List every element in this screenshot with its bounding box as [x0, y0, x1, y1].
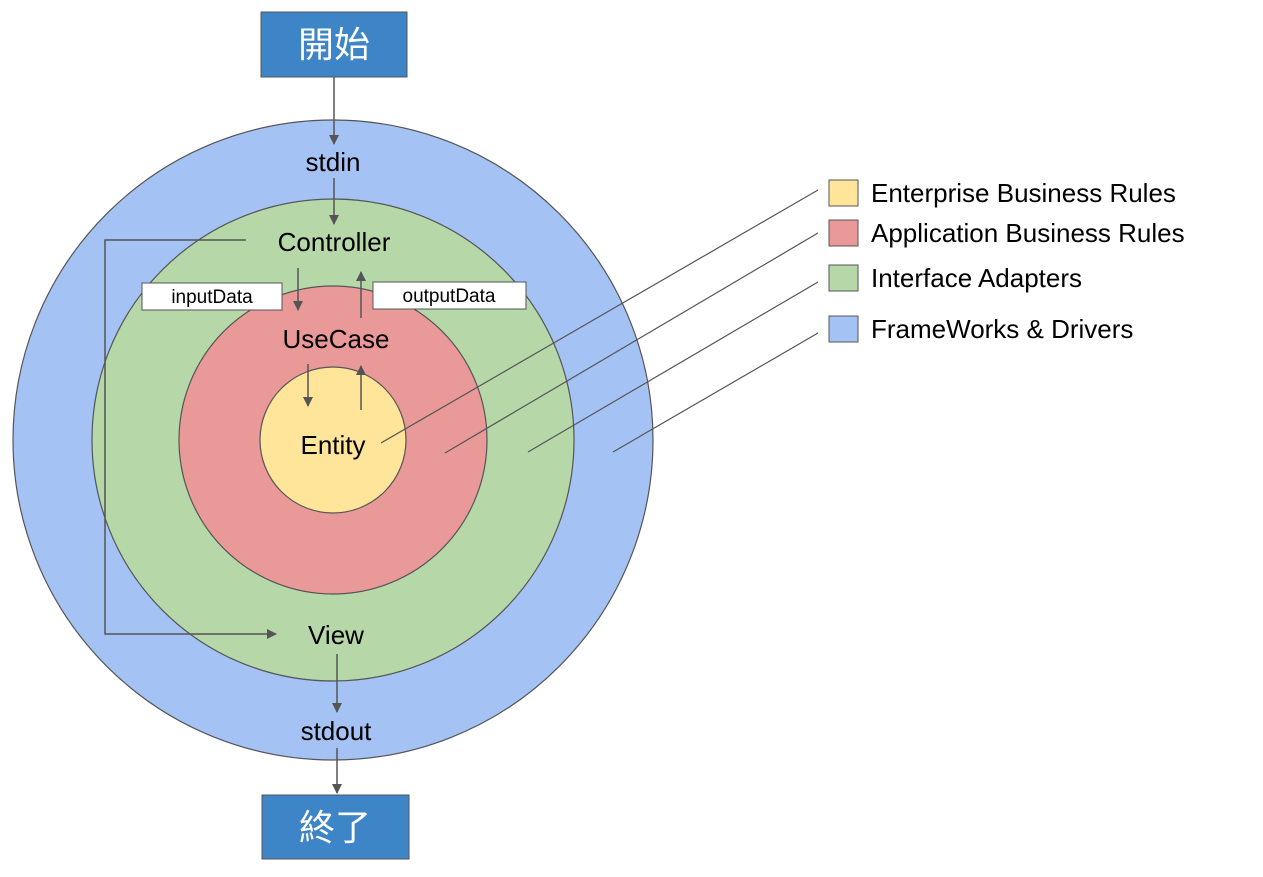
legend-swatch-application [828, 219, 859, 247]
input-data-label: inputData [171, 287, 253, 308]
legend-label-interface: Interface Adapters [871, 263, 1082, 293]
legend-swatch-interface [828, 264, 859, 292]
entity-label: Entity [300, 430, 365, 460]
input-data-box [141, 282, 283, 311]
stdout-label: stdout [301, 716, 373, 746]
legend-pointer-application [444, 232, 819, 454]
legend-swatch-enterprise [828, 179, 859, 207]
legend-pointer-interface [527, 281, 819, 453]
view-label: View [308, 620, 364, 650]
legend-pointer-frameworks [612, 332, 819, 453]
start-box [260, 11, 408, 78]
legend: Enterprise Business Rules Application Bu… [828, 178, 1185, 344]
end-box-label: 終了 [299, 807, 371, 848]
ring-enterprise-business-rules [259, 366, 407, 514]
legend-pointer-enterprise [380, 189, 819, 444]
output-data-label: outputData [403, 286, 496, 307]
end-box [261, 794, 410, 860]
legend-swatch-frameworks [828, 315, 859, 343]
output-data-box [372, 281, 527, 310]
usecase-label: UseCase [283, 324, 390, 354]
legend-label-enterprise: Enterprise Business Rules [871, 178, 1176, 208]
stdin-label: stdin [306, 147, 361, 177]
start-box-label: 開始 [298, 24, 370, 65]
controller-label: Controller [278, 227, 391, 257]
arrow-controller-to-view [104, 239, 277, 639]
legend-label-frameworks: FrameWorks & Drivers [871, 314, 1133, 344]
legend-label-application: Application Business Rules [871, 218, 1185, 248]
